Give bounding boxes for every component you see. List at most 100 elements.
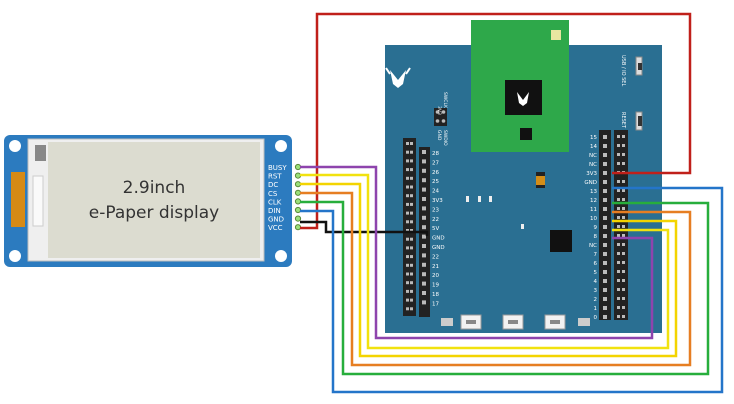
- header-pin: [422, 187, 426, 192]
- header-pin: [603, 207, 607, 211]
- header-pin: [406, 150, 409, 154]
- mount-hole: [9, 140, 21, 152]
- right-header-label: 5: [594, 270, 598, 276]
- header-pin: [410, 150, 413, 154]
- reset-button-label: RESET: [620, 112, 626, 129]
- header-pin: [622, 135, 625, 138]
- header-pin: [603, 189, 607, 193]
- header-pin: [617, 225, 620, 228]
- mount-hole: [9, 250, 21, 262]
- wire-vcc: [300, 12, 692, 230]
- fpc-connector: [11, 172, 25, 227]
- right-header-label: 10: [590, 216, 597, 222]
- header-pin: [617, 279, 620, 282]
- header-pin: [603, 252, 607, 256]
- header-pin: [617, 261, 620, 264]
- header-pin: [406, 220, 409, 224]
- header-pin: [422, 262, 426, 267]
- header-pin: [410, 168, 413, 172]
- header-pin: [617, 180, 620, 183]
- header-pin: [603, 297, 607, 301]
- board-logo-icon: [385, 67, 411, 88]
- header-pin: [406, 185, 409, 189]
- wire-dc: [300, 182, 678, 358]
- right-header-label: NC: [589, 243, 597, 249]
- left-header-outer: [403, 138, 416, 316]
- right-header-label: 14: [590, 144, 597, 150]
- header-pin: [603, 270, 607, 274]
- header-pin: [617, 243, 620, 246]
- left-header-label: 19: [432, 283, 439, 289]
- header-pin: [622, 297, 625, 300]
- header-pin: [406, 281, 409, 285]
- header-pin: [422, 206, 426, 211]
- left-header-label: 26: [432, 170, 439, 176]
- header-pin: [617, 207, 620, 210]
- epaper-pin-pad: [294, 172, 302, 179]
- header-pin: [406, 263, 409, 267]
- header-pin: [406, 229, 409, 232]
- epaper-pin-label-busy: BUSY: [268, 164, 287, 172]
- header-pin: [603, 162, 607, 166]
- header-pin: [406, 289, 409, 293]
- header-pin: [603, 234, 607, 238]
- header-pin: [422, 159, 426, 164]
- header-pin: [406, 246, 409, 250]
- header-pin: [422, 197, 426, 201]
- header-pin: [410, 142, 413, 145]
- right-header-label: NC: [589, 153, 597, 159]
- right-header-label: 6: [594, 261, 598, 267]
- header-pin: [622, 216, 625, 219]
- header-pin: [422, 272, 426, 277]
- header-pin: [603, 225, 607, 229]
- header-pin: [422, 253, 426, 258]
- header-pin: [406, 298, 409, 302]
- header-pin: [406, 272, 409, 276]
- header-pin: [410, 185, 413, 189]
- right-header-label: 3: [594, 288, 598, 294]
- left-header-label: 27: [432, 160, 439, 166]
- header-pin: [406, 176, 409, 180]
- header-pin: [617, 288, 620, 291]
- header-pin: [617, 144, 620, 147]
- epaper-pin-pad: [294, 198, 302, 205]
- header-pin: [622, 306, 625, 309]
- header-pin: [410, 255, 413, 259]
- module-crystal: [520, 128, 532, 140]
- header-pin: [617, 252, 620, 255]
- left-header-label: 5V: [432, 226, 439, 232]
- epaper-pin-label-gnd: GND: [268, 216, 284, 224]
- mount-hole: [275, 250, 287, 262]
- header-pin: [406, 255, 409, 259]
- wire-din: [300, 186, 724, 394]
- module-led: [551, 30, 561, 40]
- header-pin: [622, 261, 625, 264]
- header-pin: [410, 220, 413, 224]
- smd-part: [478, 196, 481, 202]
- left-header-label: 21: [432, 264, 439, 270]
- header-pin: [617, 189, 620, 192]
- header-pin: [603, 198, 607, 202]
- usb-io-switch-knob: [638, 63, 642, 70]
- epaper-pin-pad: [294, 189, 302, 196]
- header-pin: [617, 216, 620, 219]
- right-header-label: 3V3: [586, 171, 597, 177]
- display-title: 2.9inch: [123, 178, 186, 198]
- left-header-label: GND: [432, 245, 445, 251]
- header-pin: [622, 189, 625, 192]
- wires: [300, 12, 724, 394]
- wire-busy: [300, 165, 654, 340]
- header-pin: [406, 237, 409, 241]
- header-pin: [603, 216, 607, 220]
- usb-connector: [502, 314, 524, 330]
- jumper-cap: [536, 176, 545, 185]
- right-header-label: 1: [594, 306, 598, 312]
- header-pin: [603, 153, 607, 157]
- module-chip: [505, 80, 542, 115]
- wire-cs: [300, 191, 692, 367]
- header-pin: [603, 180, 607, 184]
- left-header-label: 22: [432, 254, 439, 260]
- header-pin: [422, 150, 426, 154]
- header-pin: [622, 279, 625, 282]
